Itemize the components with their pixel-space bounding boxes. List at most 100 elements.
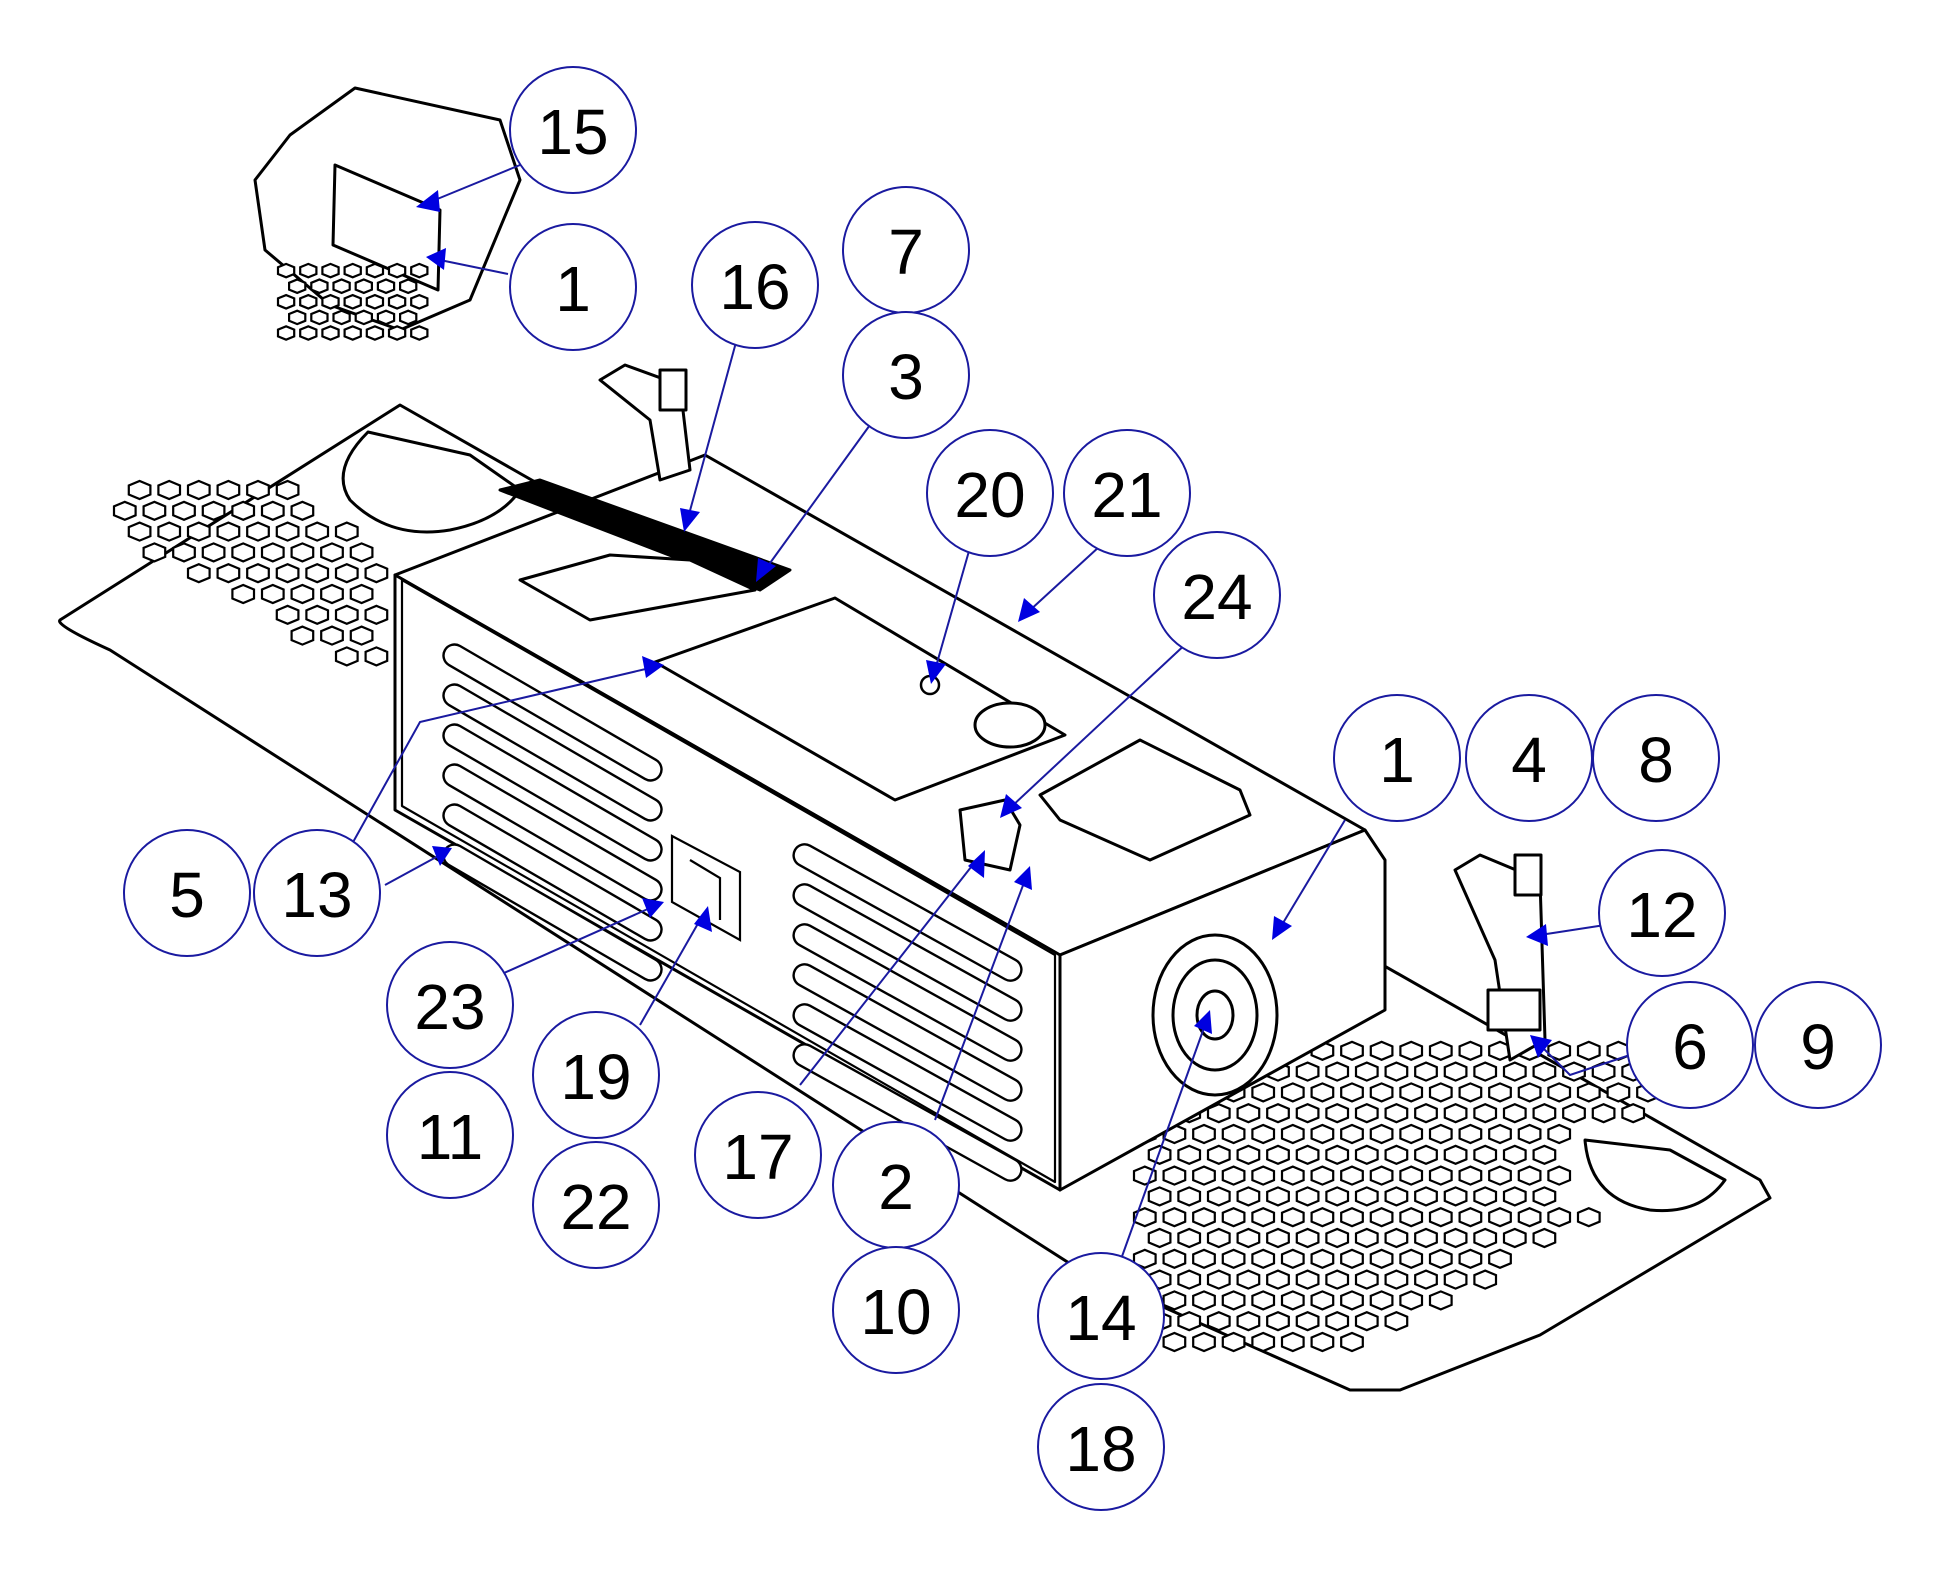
top-cover-round-port: [973, 701, 1047, 749]
hex-hole: [1473, 1061, 1498, 1082]
callout-13: 13: [253, 829, 381, 957]
hex-hole: [305, 604, 330, 625]
callout-1-detail-label: 1: [555, 253, 591, 325]
hex-hole: [157, 479, 182, 501]
hex-hole: [349, 583, 374, 605]
hex-hole: [1280, 1248, 1305, 1269]
hex-hole: [1177, 1311, 1202, 1332]
hex-hole: [1280, 1165, 1305, 1186]
hex-hole: [1310, 1331, 1335, 1353]
hex-hole: [410, 262, 429, 279]
hex-hole: [1502, 1061, 1527, 1082]
callout-22-label: 22: [560, 1171, 631, 1243]
hex-hole: [1384, 1269, 1409, 1290]
callout-14: 14: [1037, 1252, 1165, 1380]
hex-hole: [1310, 1248, 1335, 1269]
hex-hole: [334, 521, 359, 542]
hex-hole: [1280, 1082, 1305, 1103]
hex-hole: [1251, 1123, 1276, 1145]
hex-hole: [387, 293, 407, 310]
hex-hole: [1414, 1186, 1438, 1207]
callout-17: 17: [694, 1091, 822, 1219]
hex-hole: [1251, 1165, 1276, 1186]
hex-hole: [364, 646, 389, 667]
callout-balloons: 15 1 16 7 3 20 21 24 1 4 8 12 6 9 5 13 2…: [123, 66, 1882, 1511]
hex-hole: [1384, 1227, 1409, 1249]
hex-hole: [1340, 1165, 1364, 1186]
hex-hole: [1221, 1207, 1246, 1228]
hex-hole: [246, 563, 270, 584]
hex-hole: [1458, 1123, 1483, 1145]
arrowhead-5: [432, 846, 452, 866]
hex-hole: [216, 563, 241, 584]
callout-2: 2: [832, 1121, 960, 1249]
detail-view: [253, 86, 522, 341]
hex-hole: [1266, 1227, 1290, 1249]
base-plate-right-cutout: [1583, 1138, 1727, 1213]
hex-hole: [1354, 1061, 1379, 1082]
vent-slot: [442, 763, 663, 902]
callout-15: 15: [509, 66, 637, 194]
hex-hole: [1414, 1144, 1438, 1165]
hex-hole: [142, 542, 167, 563]
hex-hole: [1236, 1186, 1261, 1207]
leader-15: [429, 164, 521, 203]
hex-hole: [1369, 1207, 1394, 1228]
arrowhead-23: [642, 898, 664, 918]
hex-hole: [1414, 1061, 1438, 1082]
hex-hole: [399, 309, 418, 326]
hex-hole: [1221, 1331, 1246, 1353]
hex-hole: [1280, 1331, 1305, 1353]
hex-hole: [1532, 1186, 1557, 1207]
leader-2: [934, 879, 1026, 1121]
callout-20-label: 20: [954, 459, 1025, 531]
hex-hole: [1354, 1186, 1379, 1207]
hex-hole: [320, 625, 344, 646]
hex-hole: [216, 521, 241, 542]
callout-10: 10: [832, 1246, 960, 1374]
hex-hole: [1428, 1248, 1453, 1269]
hex-hole: [1295, 1061, 1320, 1082]
hex-hole: [1340, 1331, 1364, 1353]
hex-hole: [1295, 1311, 1320, 1332]
hex-hole: [1502, 1144, 1527, 1165]
hex-hole: [376, 278, 396, 295]
hex-hole: [1532, 1103, 1557, 1124]
hex-hole: [260, 542, 285, 563]
callout-6: 6: [1626, 981, 1754, 1109]
hex-hole: [334, 604, 359, 625]
hex-hole: [1221, 1123, 1246, 1145]
hex-hole: [1280, 1290, 1305, 1311]
hex-hole: [1443, 1269, 1468, 1290]
hex-hole: [1310, 1207, 1335, 1228]
latch-assembly: [958, 798, 1022, 872]
hex-hole: [1384, 1144, 1409, 1165]
hex-hole: [1517, 1123, 1542, 1145]
hex-hole: [1458, 1040, 1483, 1061]
hex-hole: [1384, 1103, 1409, 1124]
hex-hole: [321, 293, 340, 310]
hex-hole: [387, 262, 407, 279]
hex-hole: [1340, 1123, 1364, 1145]
hex-hole: [1399, 1248, 1424, 1269]
callout-16: 16: [691, 221, 819, 349]
hex-hole: [1177, 1227, 1202, 1249]
arrowhead-15: [416, 190, 440, 212]
callout-20: 20: [926, 429, 1054, 557]
callout-21: 21: [1063, 429, 1191, 557]
hex-hole: [1354, 1311, 1379, 1332]
hex-hole: [1310, 1165, 1335, 1186]
arrowhead-20: [926, 660, 946, 684]
callout-1-detail: 1: [509, 223, 637, 351]
hex-hole: [1547, 1123, 1572, 1145]
arrowhead-16: [680, 508, 700, 532]
hex-hole: [260, 583, 285, 605]
hex-hole: [276, 293, 296, 310]
hex-hole: [1576, 1207, 1601, 1228]
hex-hole: [1428, 1082, 1453, 1103]
fan-assembly: [1151, 933, 1279, 1097]
hex-hole: [1399, 1040, 1424, 1061]
hex-hole: [1354, 1269, 1379, 1290]
hex-hole: [1473, 1103, 1498, 1124]
